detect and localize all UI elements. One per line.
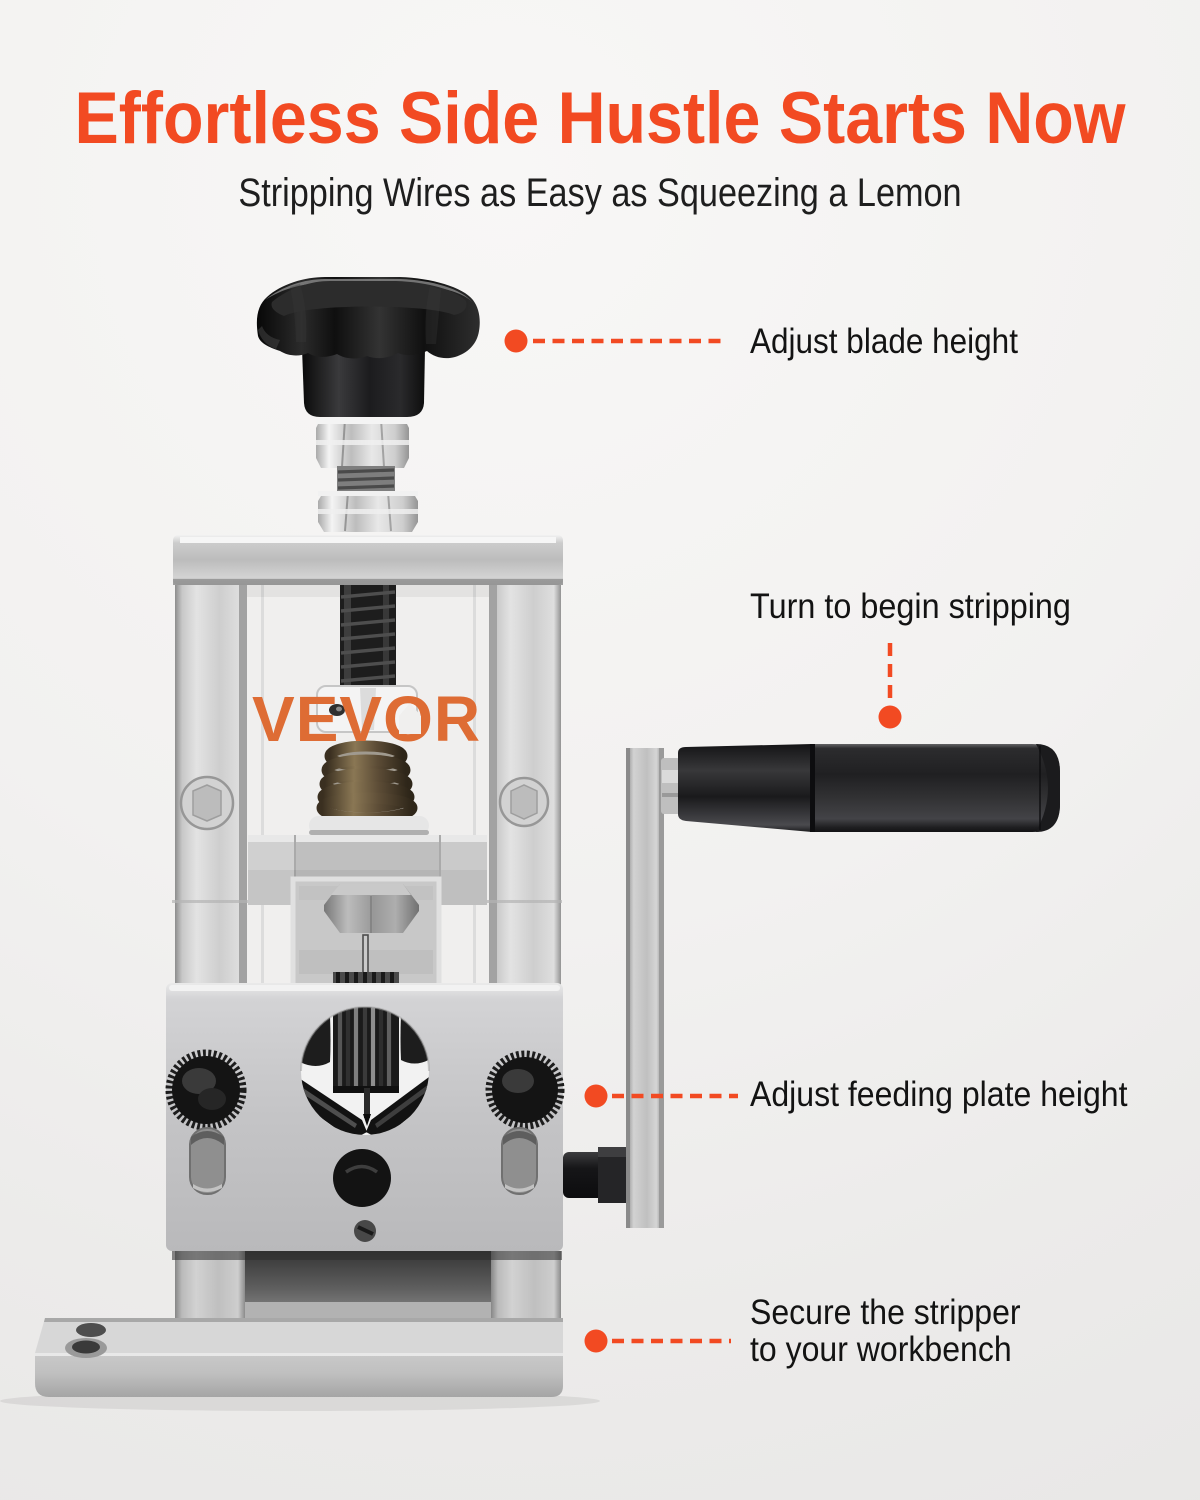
svg-text:VEVOR: VEVOR [252,683,481,755]
